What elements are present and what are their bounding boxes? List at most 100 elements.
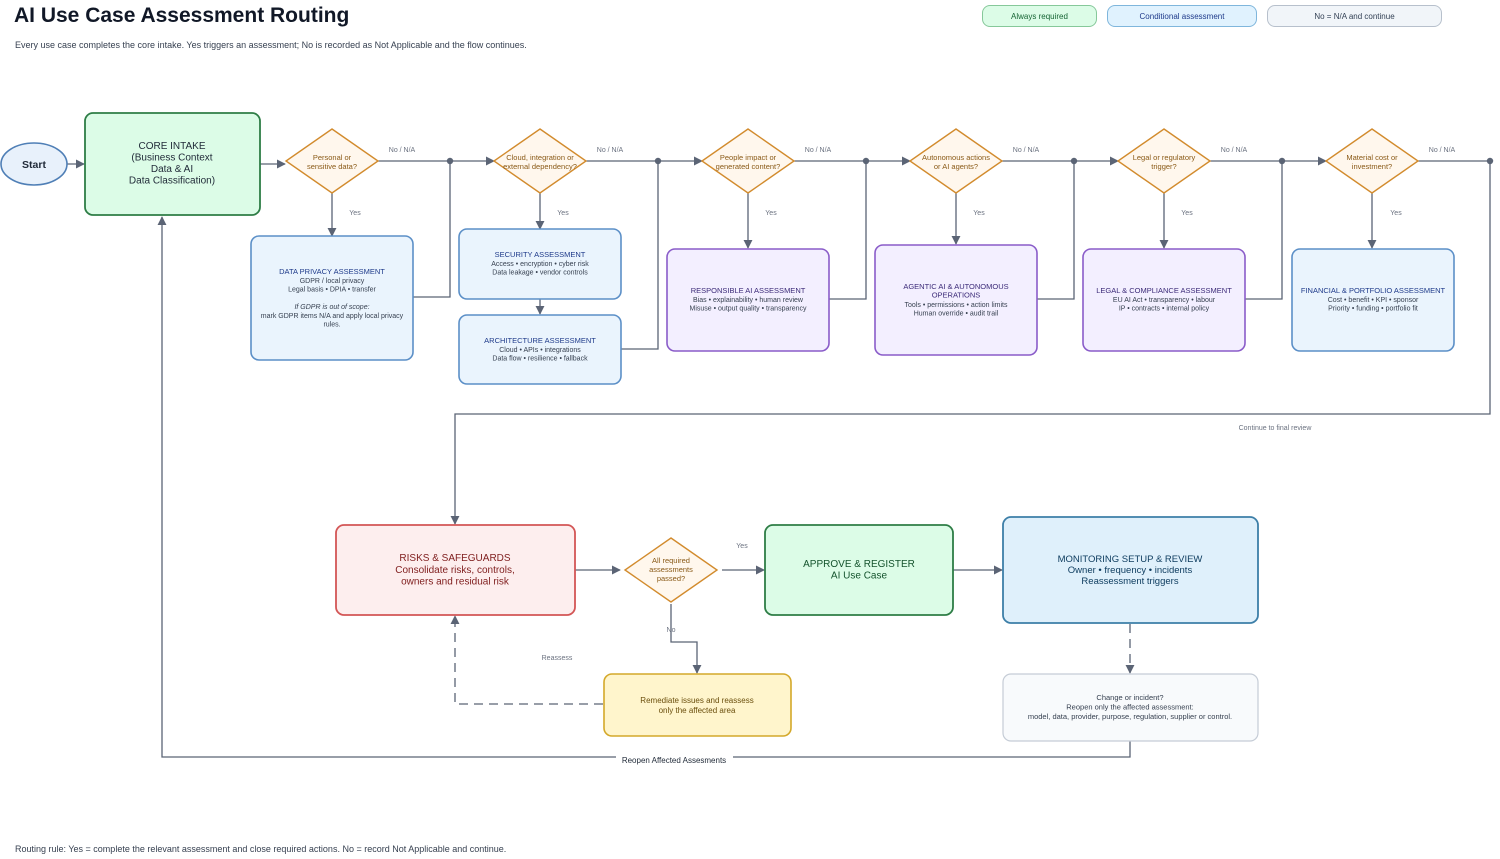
legend-conditional-assessment: Conditional assessment xyxy=(1107,5,1257,27)
privacy-note: mark GDPR items N/A and apply local priv… xyxy=(261,313,404,320)
agentic-detail: Tools • permissions • action limits xyxy=(905,302,1008,309)
decision-label: trigger? xyxy=(1151,162,1176,171)
decision-label: or AI agents? xyxy=(934,162,978,171)
risks-detail: Consolidate risks, controls, xyxy=(395,565,515,576)
page-subtitle: Every use case completes the core intake… xyxy=(15,40,527,50)
change-label: Reopen only the affected assessment: xyxy=(1066,703,1193,712)
responsible-ai-assessment-node xyxy=(666,248,830,352)
legal-title: LEGAL & COMPLIANCE ASSESSMENT xyxy=(1096,286,1232,295)
financial-detail: Priority • funding • portfolio fit xyxy=(1328,306,1418,313)
change-label: Change or incident? xyxy=(1096,693,1163,702)
decision-label: assessments xyxy=(649,565,693,574)
agentic-title: AGENTIC AI & AUTONOMOUS xyxy=(903,282,1008,291)
edge-label-no-remediate: No xyxy=(667,627,676,634)
approve-label: APPROVE & REGISTER xyxy=(803,559,915,570)
edge-agentic-return xyxy=(1037,161,1075,300)
risks-title: RISKS & SAFEGUARDS xyxy=(399,553,510,564)
edge-label-reopen: Reopen Affected Assesments xyxy=(622,756,726,765)
financial-title: FINANCIAL & PORTFOLIO ASSESSMENT xyxy=(1301,286,1446,295)
agentic-ai-operations-node xyxy=(874,244,1038,356)
remediate-label: Remediate issues and reassess xyxy=(640,696,753,705)
agentic-detail: Human override • audit trail xyxy=(914,311,999,318)
privacy-title: DATA PRIVACY ASSESSMENT xyxy=(279,267,385,276)
architecture-detail: Cloud • APIs • integrations xyxy=(499,347,581,354)
routing-rule-footer: Routing rule: Yes = complete the relevan… xyxy=(15,844,507,854)
decision-d2 xyxy=(492,128,588,194)
decision-d4 xyxy=(908,128,1004,194)
page-title: AI Use Case Assessment Routing xyxy=(14,4,350,27)
architecture-detail: Data flow • resilience • fallback xyxy=(492,356,588,363)
decision-label: sensitive data? xyxy=(307,162,357,171)
architecture-title: ARCHITECTURE ASSESSMENT xyxy=(484,336,596,345)
decision-label: Cloud, integration or xyxy=(506,153,574,162)
change-incident-node xyxy=(1002,673,1259,742)
edge-label-yes: Yes xyxy=(1390,210,1402,217)
privacy-detail: GDPR / local privacy xyxy=(300,278,365,285)
edge-label-yes: Yes xyxy=(349,210,361,217)
legend-always-required: Always required xyxy=(982,5,1097,27)
edge-d7-remediate xyxy=(670,604,702,674)
privacy-note: rules. xyxy=(323,322,340,329)
edge-label-yes: Yes xyxy=(557,210,569,217)
financial-portfolio-assessment-node xyxy=(1291,248,1455,352)
decision-d3 xyxy=(700,128,796,194)
decision-d5 xyxy=(1116,128,1212,194)
data-privacy-assessment-node xyxy=(250,235,414,361)
legal-compliance-assessment-node xyxy=(1082,248,1246,352)
edge-label-bg xyxy=(616,754,733,764)
risks-safeguards-node xyxy=(335,524,576,616)
monitoring-label: Reassessment triggers xyxy=(1081,576,1178,587)
approve-label: AI Use Case xyxy=(831,571,888,582)
edge-label-no-na: No / N/A xyxy=(1013,147,1040,154)
decision-label: investment? xyxy=(1352,162,1392,171)
edge-label-continue-final: Continue to final review xyxy=(1239,425,1313,432)
monitoring-setup-review-node xyxy=(1002,516,1259,624)
core-intake-node xyxy=(84,112,261,216)
connector-layer xyxy=(67,156,1494,758)
edge-continue-final-review xyxy=(450,161,1491,525)
decision-d7 xyxy=(623,537,719,603)
approve-register-node xyxy=(764,524,954,616)
start-label: Start xyxy=(22,159,46,171)
privacy-detail: Legal basis • DPIA • transfer xyxy=(288,287,376,294)
start-node xyxy=(0,142,68,186)
remediate-label: only the affected area xyxy=(659,706,736,715)
decision-label: passed? xyxy=(657,574,685,583)
legend-na-continue: No = N/A and continue xyxy=(1267,5,1442,27)
remediate-issues-node xyxy=(603,673,792,737)
edge-label-yes: Yes xyxy=(765,210,777,217)
decision-label: People impact or xyxy=(720,153,777,162)
edge-label-no-na: No / N/A xyxy=(597,147,624,154)
edge-reassess xyxy=(450,615,603,705)
change-label: model, data, provider, purpose, regulati… xyxy=(1028,712,1232,721)
decision-label: external dependency? xyxy=(503,162,577,171)
risks-detail: owners and residual risk xyxy=(401,577,510,588)
agentic-title: OPERATIONS xyxy=(932,291,981,300)
monitoring-label: Owner • frequency • incidents xyxy=(1068,565,1193,576)
edge-label-no-na: No / N/A xyxy=(389,147,416,154)
edge-privacy-return xyxy=(413,161,451,298)
decision-label: All required xyxy=(652,556,690,565)
edge-label-yes: Yes xyxy=(1181,210,1193,217)
monitoring-label: MONITORING SETUP & REVIEW xyxy=(1058,554,1203,565)
edge-legal-return xyxy=(1245,161,1283,300)
core-intake-label: Data Classification) xyxy=(129,176,215,187)
core-intake-label: Data & AI xyxy=(151,164,193,175)
responsible-title: RESPONSIBLE AI ASSESSMENT xyxy=(691,286,806,295)
financial-detail: Cost • benefit • KPI • sponsor xyxy=(1328,297,1419,304)
edge-label-yes-approve: Yes xyxy=(736,543,748,550)
security-detail: Access • encryption • cyber risk xyxy=(491,261,589,268)
security-title: SECURITY ASSESSMENT xyxy=(495,250,586,259)
security-assessment-node xyxy=(458,228,622,300)
decision-label: Personal or xyxy=(313,153,352,162)
decision-d6 xyxy=(1324,128,1420,194)
legal-detail: EU AI Act • transparency • labour xyxy=(1113,297,1216,304)
decision-label: Autonomous actions xyxy=(922,153,990,162)
edge-label-no-na: No / N/A xyxy=(1221,147,1248,154)
decision-label: Legal or regulatory xyxy=(1133,153,1196,162)
edge-responsible-return xyxy=(829,161,867,300)
edge-label-layer: Yes No / N/A Yes No / N/A Yes No / N/A Yes No /… xyxy=(349,147,1455,765)
architecture-assessment-node xyxy=(458,314,622,385)
